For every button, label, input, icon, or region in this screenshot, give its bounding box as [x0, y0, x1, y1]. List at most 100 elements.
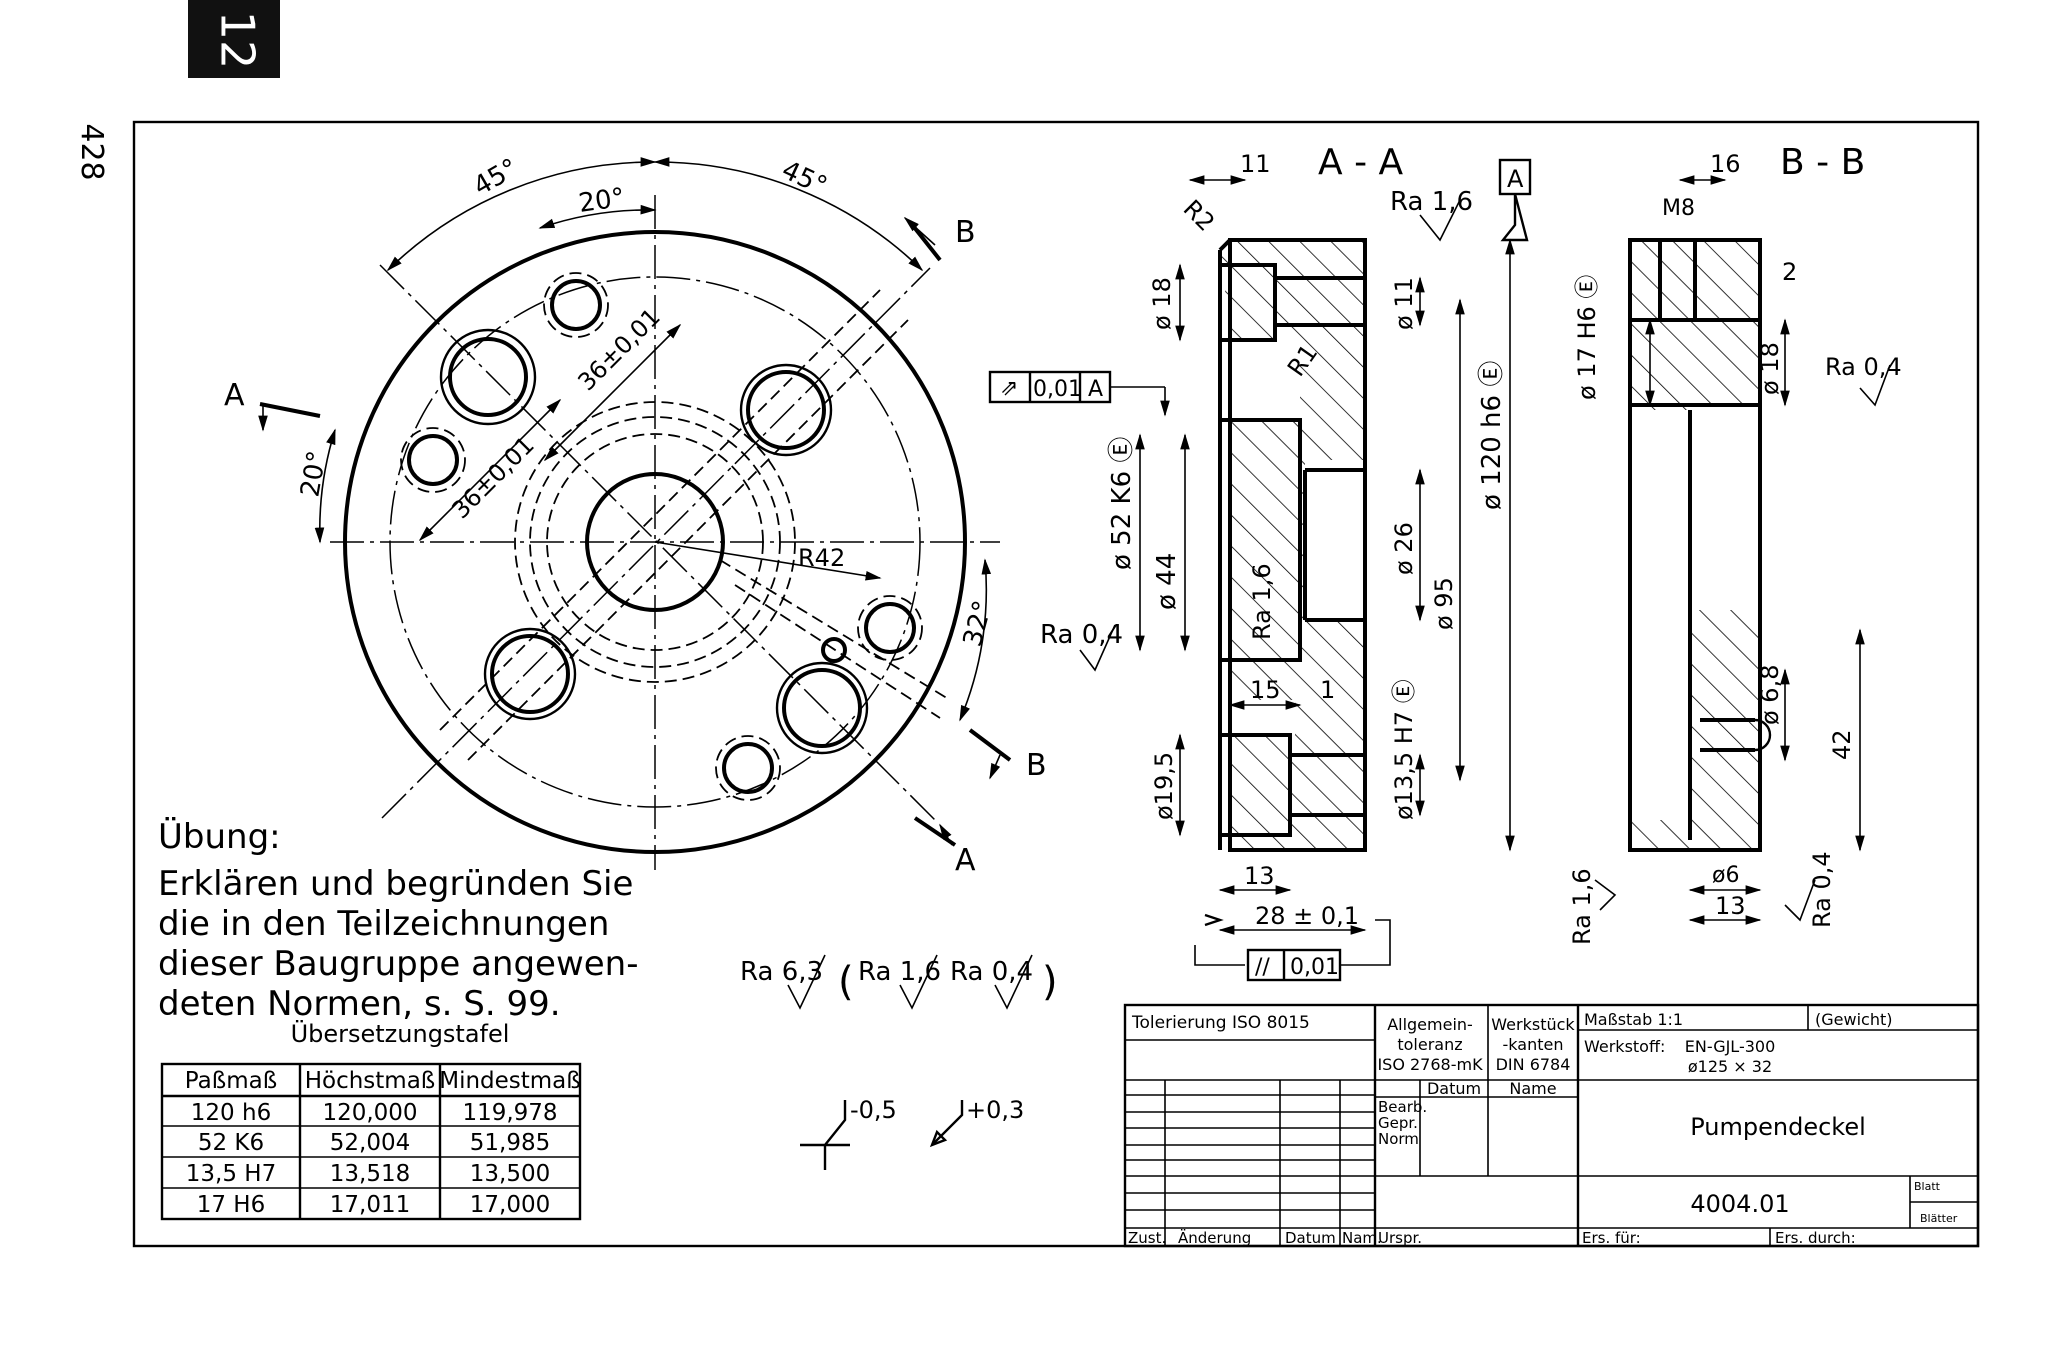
bb-ra-right: Ra 0,4 — [1825, 353, 1902, 381]
aa-d11: ø 11 — [1390, 277, 1418, 330]
bb-dim-2: 2 — [1782, 258, 1797, 286]
table-cell: 52 K6 — [198, 1130, 264, 1156]
angle-20-top: 20° — [577, 183, 627, 219]
dim-36-a: 36±0,01 — [572, 303, 665, 396]
angle-32: 32° — [958, 598, 999, 650]
tb-drawing-number: 4004.01 — [1690, 1190, 1789, 1218]
tb-edges-2: -kanten — [1503, 1035, 1564, 1054]
surface-main: Ra 6,3 — [740, 957, 823, 987]
tb-material-label: Werkstoff: — [1584, 1037, 1665, 1056]
exercise-line-4: deten Normen, s. S. 99. — [158, 984, 561, 1024]
aa-runout-arrow: ⇗ — [1000, 376, 1018, 401]
tb-blatt: Blatt — [1914, 1180, 1941, 1193]
tb-scale: Maßstab 1:1 — [1584, 1010, 1683, 1029]
title-block: Tolerierung ISO 8015 Allgemein- toleranz… — [1123, 1003, 1980, 1248]
tb-tolerancing: Tolerierung ISO 8015 — [1131, 1013, 1310, 1033]
tb-datum-header: Datum — [1427, 1079, 1481, 1098]
aa-dim-1: 1 — [1320, 676, 1335, 704]
section-aa: A - A 11 R2 R1 Ra 1,6 A ⇗ 0,01 A ø — [988, 142, 1532, 982]
tb-edges-3: DIN 6784 — [1496, 1055, 1571, 1074]
bb-ra-left: Ra 1,6 — [1568, 868, 1596, 945]
tb-nam: Nam. — [1342, 1229, 1382, 1247]
table-header-min: Mindestmaß — [439, 1068, 581, 1094]
chapter-tab: 12 — [188, 0, 280, 78]
exercise-block: Übung: Erklären und begründen Sie die in… — [158, 816, 639, 1024]
aa-ra-inner: Ra 1,6 — [1248, 563, 1276, 640]
chapter-tab-number: 12 — [211, 11, 265, 70]
translation-table-title: Übersetzungstafel — [291, 1019, 510, 1048]
aa-d44: ø 44 — [1152, 553, 1182, 610]
aa-d120: ø 120 h6 Ⓔ — [1477, 361, 1507, 510]
aa-d26: ø 26 — [1390, 522, 1418, 575]
tb-general-tol-2: toleranz — [1397, 1035, 1462, 1054]
tb-zust: Zust. — [1128, 1229, 1166, 1247]
section-bb-title: B - B — [1780, 142, 1865, 183]
bb-d6-8: ø 6,8 — [1756, 665, 1784, 725]
radius-42-label: R42 — [798, 544, 845, 572]
tb-gepr: Gepr. — [1378, 1114, 1418, 1132]
bb-ra-bottom: Ra 0,4 — [1808, 851, 1836, 928]
aa-d19-5: ø19,5 — [1150, 752, 1178, 820]
tb-part-name: Pumpendeckel — [1690, 1113, 1866, 1141]
table-cell: 13,5 H7 — [186, 1161, 276, 1187]
aa-ra-left: Ra 0,4 — [1040, 620, 1123, 650]
tb-blank: ø125 × 32 — [1688, 1057, 1772, 1076]
tb-material-value: EN-GJL-300 — [1685, 1037, 1776, 1056]
tb-blaetter: Blätter — [1920, 1212, 1958, 1225]
exercise-line-2: die in den Teilzeichnungen — [158, 904, 609, 944]
section-aa-title: A - A — [1318, 142, 1404, 183]
table-cell: 120,000 — [322, 1100, 417, 1126]
surface-roughness-general: Ra 6,3 ( Ra 1,6 Ra 0,4 ) — [740, 954, 1058, 1010]
aa-dim-28: 28 ± 0,1 — [1255, 902, 1359, 930]
table-cell: 17,011 — [330, 1192, 410, 1218]
section-bb: B - B 16 M8 2 ø 17 H6 Ⓔ ø 18 Ra 0,4 ø 6,… — [1568, 142, 1902, 945]
aa-ra-top: Ra 1,6 — [1390, 187, 1473, 217]
tb-datum: Datum — [1285, 1229, 1336, 1247]
close-paren: ) — [1042, 959, 1058, 1005]
table-cell: 120 h6 — [191, 1100, 271, 1126]
bb-dim-13: 13 — [1715, 892, 1746, 920]
aa-runout-datum: A — [1088, 377, 1103, 402]
aa-dim-15: 15 — [1250, 676, 1281, 704]
tb-urspr: Urspr. — [1378, 1229, 1422, 1247]
table-cell: 17,000 — [470, 1192, 550, 1218]
surface-alt1: Ra 1,6 — [858, 957, 941, 987]
section-b-top: B — [955, 215, 976, 250]
edge-plus: +0,3 — [966, 1096, 1024, 1124]
aa-datum-a: A — [1507, 165, 1524, 193]
table-header-fit: Paßmaß — [185, 1068, 277, 1094]
tb-ers-durch: Ers. durch: — [1775, 1229, 1856, 1247]
table-cell: 119,978 — [462, 1100, 557, 1126]
aa-r2: R2 — [1178, 194, 1220, 236]
exercise-line-1: Erklären und begründen Sie — [158, 864, 633, 904]
front-view: R42 45° 45° 20° 20° 32° 36±0,01 36±0,01 … — [224, 153, 1047, 878]
angle-20-left: 20° — [295, 449, 333, 500]
exercise-line-3: dieser Baugruppe angewen- — [158, 944, 639, 984]
aa-parallel-symbol: // — [1255, 955, 1270, 980]
aa-d18: ø 18 — [1148, 277, 1176, 330]
bb-dim-16: 16 — [1710, 150, 1741, 178]
edge-minus: -0,5 — [850, 1096, 897, 1124]
bb-m8: M8 — [1662, 196, 1695, 221]
tb-weight: (Gewicht) — [1815, 1010, 1892, 1029]
table-cell: 13,500 — [470, 1161, 550, 1187]
table-cell: 13,518 — [330, 1161, 410, 1187]
exercise-heading: Übung: — [158, 816, 281, 857]
open-paren: ( — [838, 959, 854, 1005]
bb-d6: ø6 — [1712, 863, 1739, 888]
translation-table: Übersetzungstafel Paßmaß Höchstmaß Minde… — [160, 1019, 582, 1221]
aa-d13-5: ø13,5 H7 Ⓔ — [1390, 679, 1418, 820]
table-cell: 52,004 — [330, 1130, 410, 1156]
tb-general-tol-3: ISO 2768-mK — [1377, 1055, 1483, 1074]
angle-45-right: 45° — [777, 155, 831, 202]
section-a-bottom: A — [955, 843, 976, 878]
tb-edges-1: Werkstück — [1491, 1015, 1575, 1034]
bb-d18: ø 18 — [1756, 342, 1784, 395]
aa-d95: ø 95 — [1430, 577, 1458, 630]
table-cell: 51,985 — [470, 1130, 550, 1156]
tb-ers-fuer: Ers. für: — [1582, 1229, 1641, 1247]
table-cell: 17 H6 — [197, 1192, 266, 1218]
aa-d52: ø 52 K6 Ⓔ — [1107, 437, 1137, 570]
table-header-max: Höchstmaß — [305, 1068, 436, 1094]
